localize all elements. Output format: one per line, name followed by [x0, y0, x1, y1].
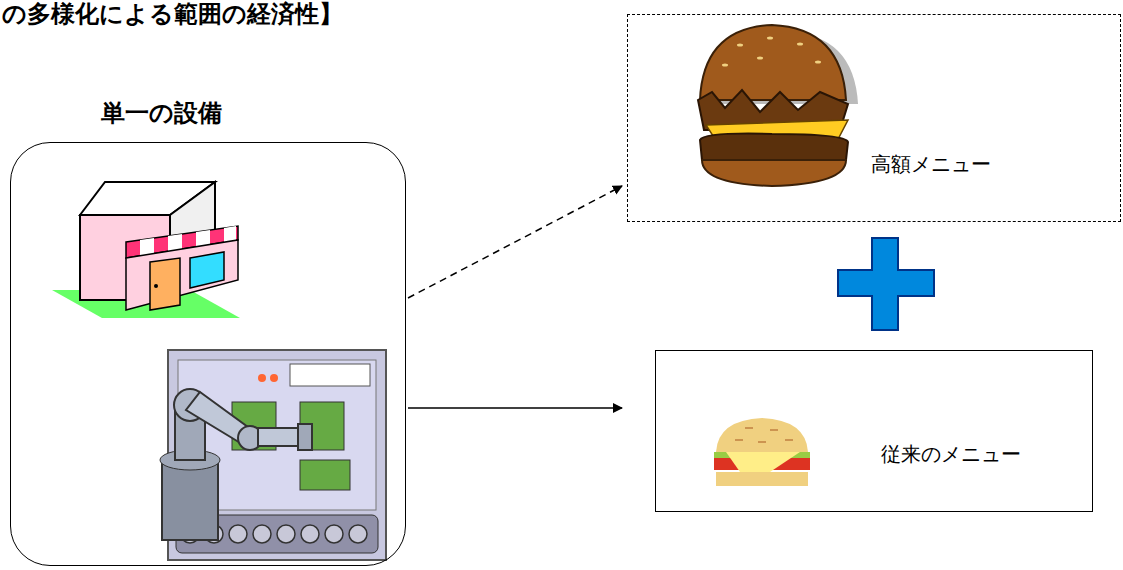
patty: [700, 134, 848, 160]
menu-label: 従来のメニュー: [881, 441, 1021, 468]
robot-base: [162, 460, 218, 540]
robot-gripper: [298, 424, 312, 450]
circuit-board: [300, 460, 350, 490]
robot-forearm: [258, 428, 298, 446]
bun-top: [700, 25, 846, 100]
facility-box: 単一の設備: [10, 142, 406, 566]
cheese: [726, 452, 800, 472]
premium-menu-box: 高額メニュー: [627, 14, 1121, 222]
roller: [325, 525, 343, 543]
box-heading: 単一の設備: [101, 97, 222, 129]
lamp: [270, 374, 278, 382]
store-window: [190, 252, 224, 288]
roller: [301, 525, 319, 543]
bun-bottom: [702, 160, 846, 186]
bun-marks: [735, 428, 793, 442]
dashed-arrow: [408, 186, 622, 298]
roller: [253, 525, 271, 543]
solid-arrow: [408, 407, 622, 409]
plus-sign: [838, 238, 934, 330]
sesame-seeds: [722, 37, 821, 67]
store-door: [150, 258, 180, 310]
diagram-title: の多様化による範囲の経済性】: [2, 0, 343, 30]
control-strip: [290, 364, 370, 386]
roller: [277, 525, 295, 543]
store-icon: [52, 182, 240, 318]
door-knob: [154, 284, 158, 288]
roller: [229, 525, 247, 543]
bun-top: [716, 418, 808, 452]
menu-label: 高額メニュー: [871, 151, 991, 178]
regular-menu-box: 従来のメニュー: [655, 350, 1093, 512]
bun-bottom: [716, 472, 808, 486]
robot-icon: [160, 350, 386, 560]
premium-burger-icon: [698, 25, 858, 186]
lamp: [258, 374, 266, 382]
regular-burger-icon: [714, 418, 810, 486]
roller: [349, 525, 367, 543]
store-front: [126, 240, 238, 310]
